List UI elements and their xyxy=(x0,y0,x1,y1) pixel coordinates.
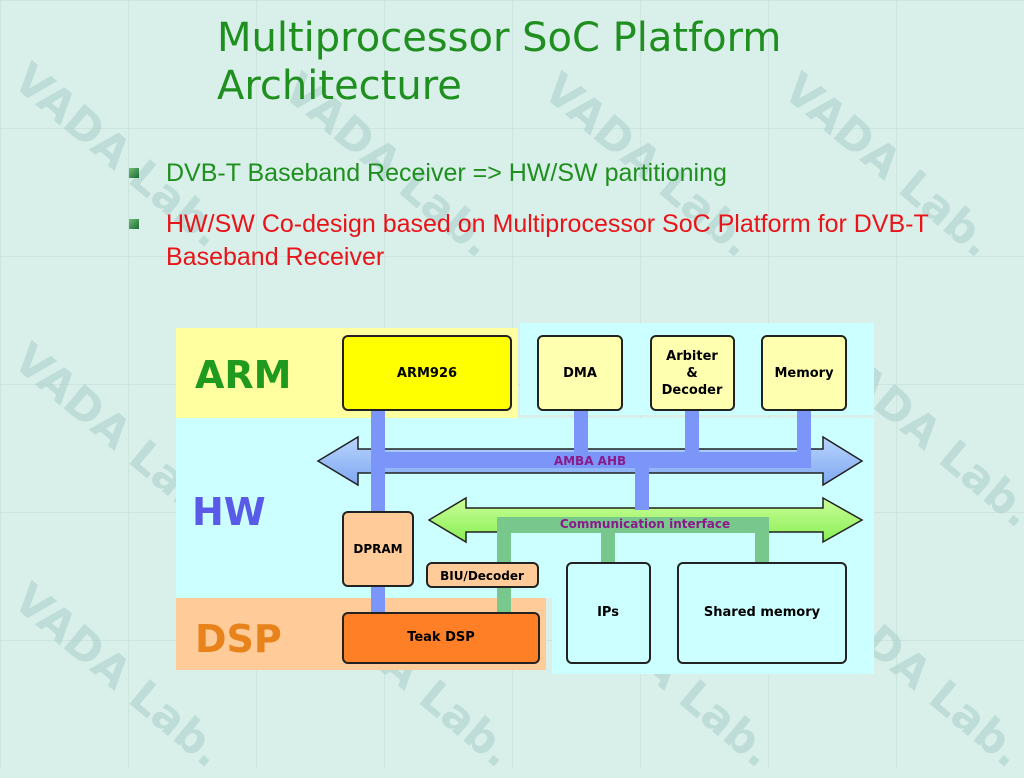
bullet-text: DVB-T Baseband Receiver => HW/SW partiti… xyxy=(166,159,727,187)
slide-title: Multiprocessor SoC Platform Architecture xyxy=(217,15,782,109)
shared-memory-block xyxy=(677,562,847,664)
arbiter-label-line2: & xyxy=(686,366,697,381)
dsp-region-label: DSP xyxy=(195,617,282,661)
ips-block xyxy=(566,562,651,664)
arbiter-decoder-block xyxy=(650,335,735,411)
arbiter-label-line3: Decoder xyxy=(662,383,723,398)
memory-block xyxy=(761,335,847,411)
shared-memory-label: Shared memory xyxy=(704,605,821,620)
arm926-block xyxy=(342,335,512,411)
dma-block xyxy=(537,335,623,411)
bullet-item: DVB-T Baseband Receiver => HW/SW partiti… xyxy=(129,157,926,190)
hw-region-label: HW xyxy=(192,490,266,534)
bullet-text: HW/SW Co-design based on Multiprocessor … xyxy=(166,210,929,271)
bullet-item: HW/SW Co-design based on Multiprocessor … xyxy=(129,208,946,274)
arbiter-label-line1: Arbiter xyxy=(666,349,718,364)
biu-decoder-block xyxy=(426,562,539,588)
dma-label: DMA xyxy=(563,366,597,381)
teak-dsp-label: Teak DSP xyxy=(407,630,475,645)
comm-interface-label: Communication interface xyxy=(560,517,730,531)
amba-ahb-label: AMBA AHB xyxy=(554,454,626,468)
memory-label: Memory xyxy=(774,366,834,381)
biu-decoder-label: BIU/Decoder xyxy=(440,569,524,583)
arm926-label: ARM926 xyxy=(397,366,457,381)
dpram-label: DPRAM xyxy=(353,542,402,556)
teak-dsp-block xyxy=(342,612,540,664)
bullet-square-icon xyxy=(129,219,139,229)
bullet-square-icon xyxy=(129,168,139,178)
ips-label: IPs xyxy=(597,605,619,620)
comm-connectors xyxy=(497,517,769,618)
dpram-block xyxy=(342,511,414,587)
arm-region-label: ARM xyxy=(195,353,291,397)
